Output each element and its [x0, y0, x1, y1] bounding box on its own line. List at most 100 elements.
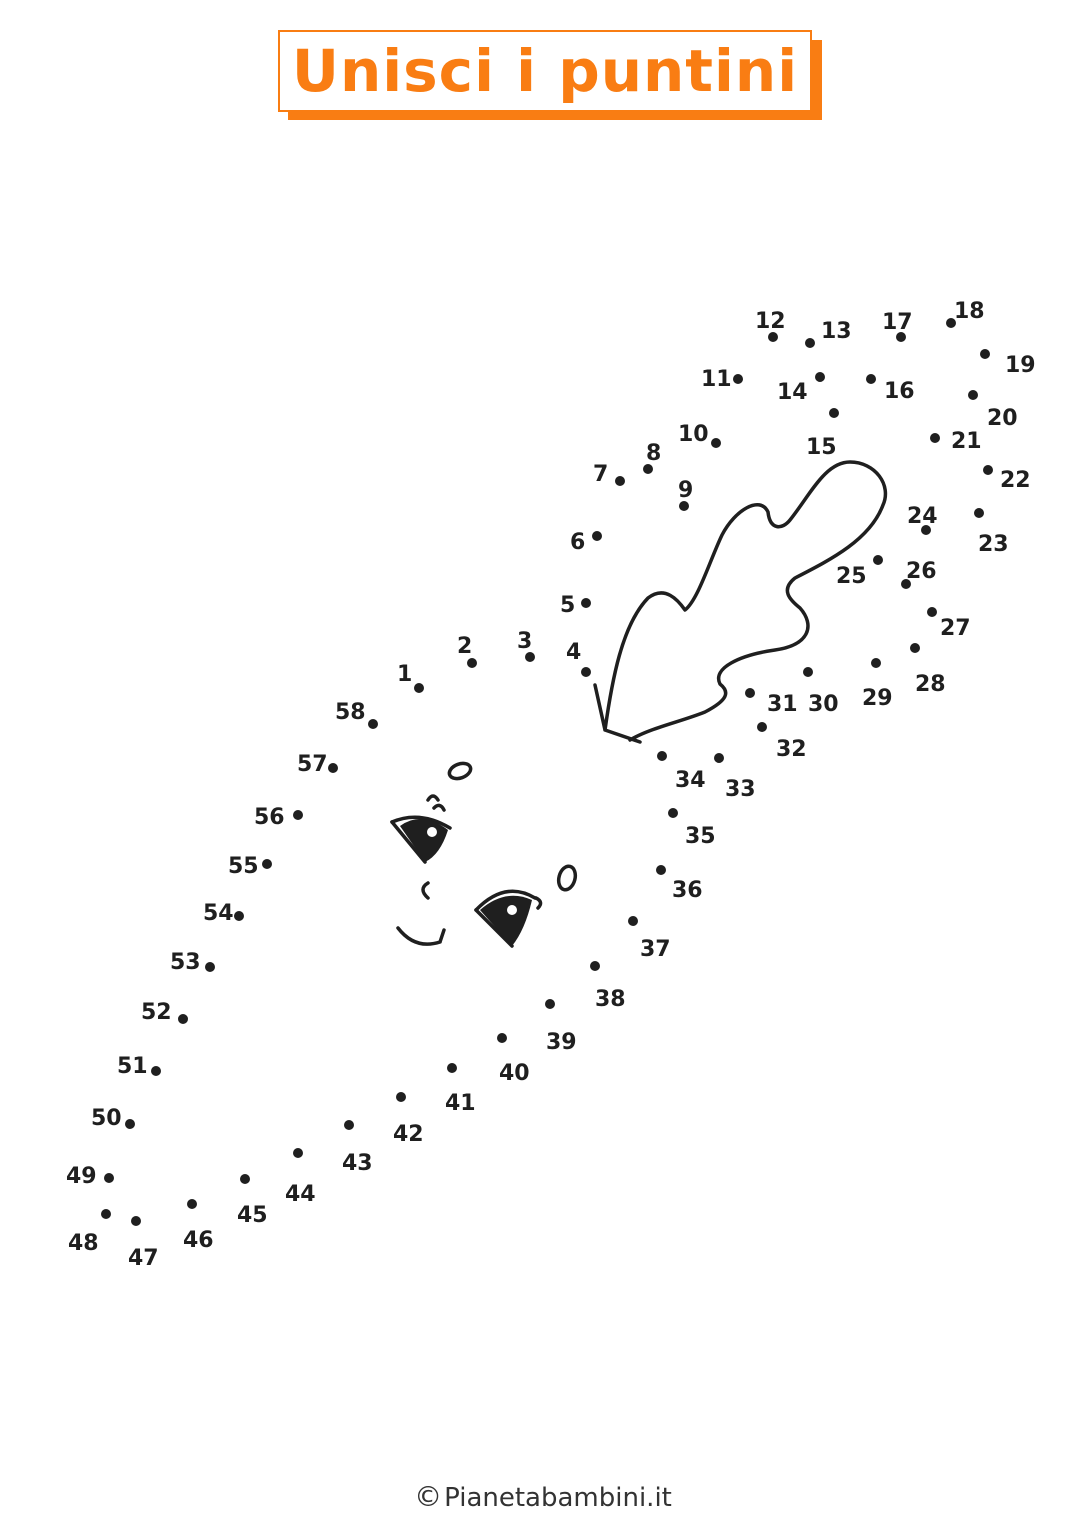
dot-8 [643, 464, 653, 474]
dot-44 [293, 1148, 303, 1158]
dot-label-25: 25 [836, 564, 867, 589]
left-eye-outline [390, 815, 452, 830]
dot-label-9: 9 [678, 478, 693, 503]
dot-21 [930, 433, 940, 443]
dot-label-37: 37 [640, 937, 671, 962]
dot-label-5: 5 [560, 593, 575, 618]
right-eye-highlight [556, 864, 578, 892]
dot-26 [901, 579, 911, 589]
dot-48 [101, 1209, 111, 1219]
dot-17 [896, 332, 906, 342]
right-eye-outline [474, 889, 537, 912]
dot-13 [805, 338, 815, 348]
dot-20 [968, 390, 978, 400]
dot-label-22: 22 [1000, 468, 1031, 493]
dot-label-2: 2 [457, 634, 472, 659]
dot-7 [615, 476, 625, 486]
cheek-curve [421, 881, 430, 900]
dot-38 [590, 961, 600, 971]
dot-52 [178, 1014, 188, 1024]
dot-label-38: 38 [595, 987, 626, 1012]
dot-58 [368, 719, 378, 729]
dot-label-42: 42 [393, 1122, 424, 1147]
dot-label-33: 33 [725, 777, 756, 802]
footer-credit: ©Pianetabambini.it [0, 1480, 1086, 1513]
dot-23 [974, 508, 984, 518]
dot-14 [815, 372, 825, 382]
dot-label-44: 44 [285, 1182, 316, 1207]
right-pupil [480, 895, 532, 946]
dot-43 [344, 1120, 354, 1130]
dot-29 [871, 658, 881, 668]
left-eyelid [390, 820, 427, 864]
dot-label-21: 21 [951, 429, 982, 454]
dot-57 [328, 763, 338, 773]
dot-label-34: 34 [675, 768, 706, 793]
dot-label-46: 46 [183, 1228, 214, 1253]
dot-28 [910, 643, 920, 653]
dot-label-35: 35 [685, 824, 716, 849]
left-eyelash [426, 794, 446, 812]
dot-label-19: 19 [1005, 353, 1036, 378]
dot-4 [581, 667, 591, 677]
dot-42 [396, 1092, 406, 1102]
dot-label-16: 16 [884, 379, 915, 404]
dot-12 [768, 332, 778, 342]
dot-label-13: 13 [821, 319, 852, 344]
right-eyelash [534, 896, 543, 910]
dot-34 [657, 751, 667, 761]
dot-label-53: 53 [170, 950, 201, 975]
dot-11 [733, 374, 743, 384]
dot-label-45: 45 [237, 1203, 268, 1228]
carrot-leaves-drawing [593, 460, 888, 744]
dot-55 [262, 859, 272, 869]
dot-label-27: 27 [940, 616, 971, 641]
dot-label-18: 18 [954, 299, 985, 324]
dot-47 [131, 1216, 141, 1226]
dot-label-57: 57 [297, 752, 328, 777]
dot-5 [581, 598, 591, 608]
dot-30 [803, 667, 813, 677]
dot-label-8: 8 [646, 441, 661, 466]
right-eyelid [474, 908, 514, 948]
dot-label-40: 40 [499, 1061, 530, 1086]
dot-25 [873, 555, 883, 565]
dot-19 [980, 349, 990, 359]
dot-40 [497, 1033, 507, 1043]
dot-label-29: 29 [862, 686, 893, 711]
dot-label-49: 49 [66, 1164, 97, 1189]
dot-label-55: 55 [228, 854, 259, 879]
dot-35 [668, 808, 678, 818]
site-name: Pianetabambini.it [444, 1483, 672, 1513]
dot-31 [745, 688, 755, 698]
dot-label-11: 11 [701, 367, 732, 392]
dot-16 [866, 374, 876, 384]
dot-1 [414, 683, 424, 693]
left-pupil-shine [427, 827, 437, 837]
dot-24 [921, 525, 931, 535]
dot-label-52: 52 [141, 1000, 172, 1025]
dot-37 [628, 916, 638, 926]
dot-32 [757, 722, 767, 732]
dot-50 [125, 1119, 135, 1129]
dot-label-26: 26 [906, 559, 937, 584]
dot-46 [187, 1199, 197, 1209]
copyright-symbol: © [414, 1480, 443, 1513]
eye-pupils [400, 818, 532, 946]
dot-label-47: 47 [128, 1246, 159, 1271]
dot-18 [946, 318, 956, 328]
dot-2 [467, 658, 477, 668]
dot-label-50: 50 [91, 1106, 122, 1131]
carrot-face [390, 761, 578, 948]
dot-49 [104, 1173, 114, 1183]
dot-label-56: 56 [254, 805, 285, 830]
dot-label-41: 41 [445, 1091, 476, 1116]
dot-27 [927, 607, 937, 617]
dot-label-48: 48 [68, 1231, 99, 1256]
dot-label-51: 51 [117, 1054, 148, 1079]
dot-label-1: 1 [397, 662, 412, 687]
dot-label-14: 14 [777, 380, 808, 405]
dot-10 [711, 438, 721, 448]
